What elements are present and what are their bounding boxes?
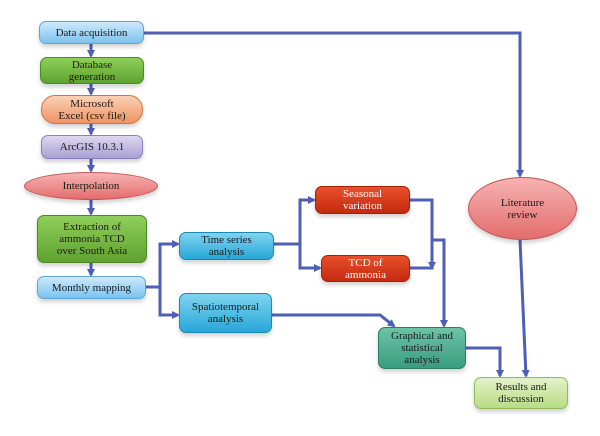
node-results-discussion-label: Results and discussion <box>495 381 547 405</box>
node-monthly-mapping: Monthly mapping <box>37 276 146 299</box>
node-microsoft-excel: Microsoft Excel (csv file) <box>41 95 143 124</box>
node-data-acquisition: Data acquisition <box>39 21 144 44</box>
node-extraction: Extraction of ammonia TCD over South Asi… <box>37 215 147 263</box>
node-graphical-statistical: Graphical and statistical analysis <box>378 327 466 369</box>
node-spatiotemporal: Spatiotemporal analysis <box>179 293 272 333</box>
node-interpolation: Interpolation <box>24 172 158 200</box>
node-tcd-ammonia: TCD of ammonia <box>321 255 410 282</box>
node-arcgis-label: ArcGIS 10.3.1 <box>59 141 125 153</box>
arrow-time-series-to-tcd <box>298 244 322 272</box>
node-extraction-label: Extraction of ammonia TCD over South Asi… <box>56 221 128 257</box>
node-microsoft-excel-label: Microsoft Excel (csv file) <box>58 97 126 122</box>
node-database-generation-label: Database generation <box>68 58 116 83</box>
node-database-generation: Database generation <box>40 57 144 84</box>
node-graphical-statistical-label: Graphical and statistical analysis <box>391 330 453 366</box>
arrow-graphical-to-results <box>466 346 504 378</box>
arrow-seasonal-to-graphical <box>410 198 436 270</box>
node-literature-review-label: Literature review <box>500 196 545 221</box>
arrow-acquisition-to-literature <box>144 31 524 178</box>
arrow-time-series-to-seasonal <box>274 196 316 246</box>
node-time-series: Time series analysis <box>179 232 274 260</box>
node-time-series-label: Time series analysis <box>201 234 252 258</box>
node-results-discussion: Results and discussion <box>474 377 568 409</box>
node-monthly-mapping-label: Monthly mapping <box>51 281 132 294</box>
node-seasonal-variation-label: Seasonal variation <box>342 188 383 212</box>
arrow-literature-to-results <box>518 239 530 378</box>
arrow-monthly-to-spatiotemporal <box>158 287 180 319</box>
node-interpolation-label: Interpolation <box>62 180 120 192</box>
arrow-tcd-to-graphical <box>410 238 448 328</box>
node-spatiotemporal-label: Spatiotemporal analysis <box>191 301 260 325</box>
node-tcd-ammonia-label: TCD of ammonia <box>345 256 386 281</box>
node-data-acquisition-label: Data acquisition <box>55 26 128 39</box>
arrow-monthly-to-time-series <box>146 240 180 289</box>
arrow-spatiotemporal-to-graphical <box>272 313 396 328</box>
node-arcgis: ArcGIS 10.3.1 <box>41 135 143 159</box>
node-seasonal-variation: Seasonal variation <box>315 186 410 214</box>
node-literature-review: Literature review <box>468 177 577 240</box>
